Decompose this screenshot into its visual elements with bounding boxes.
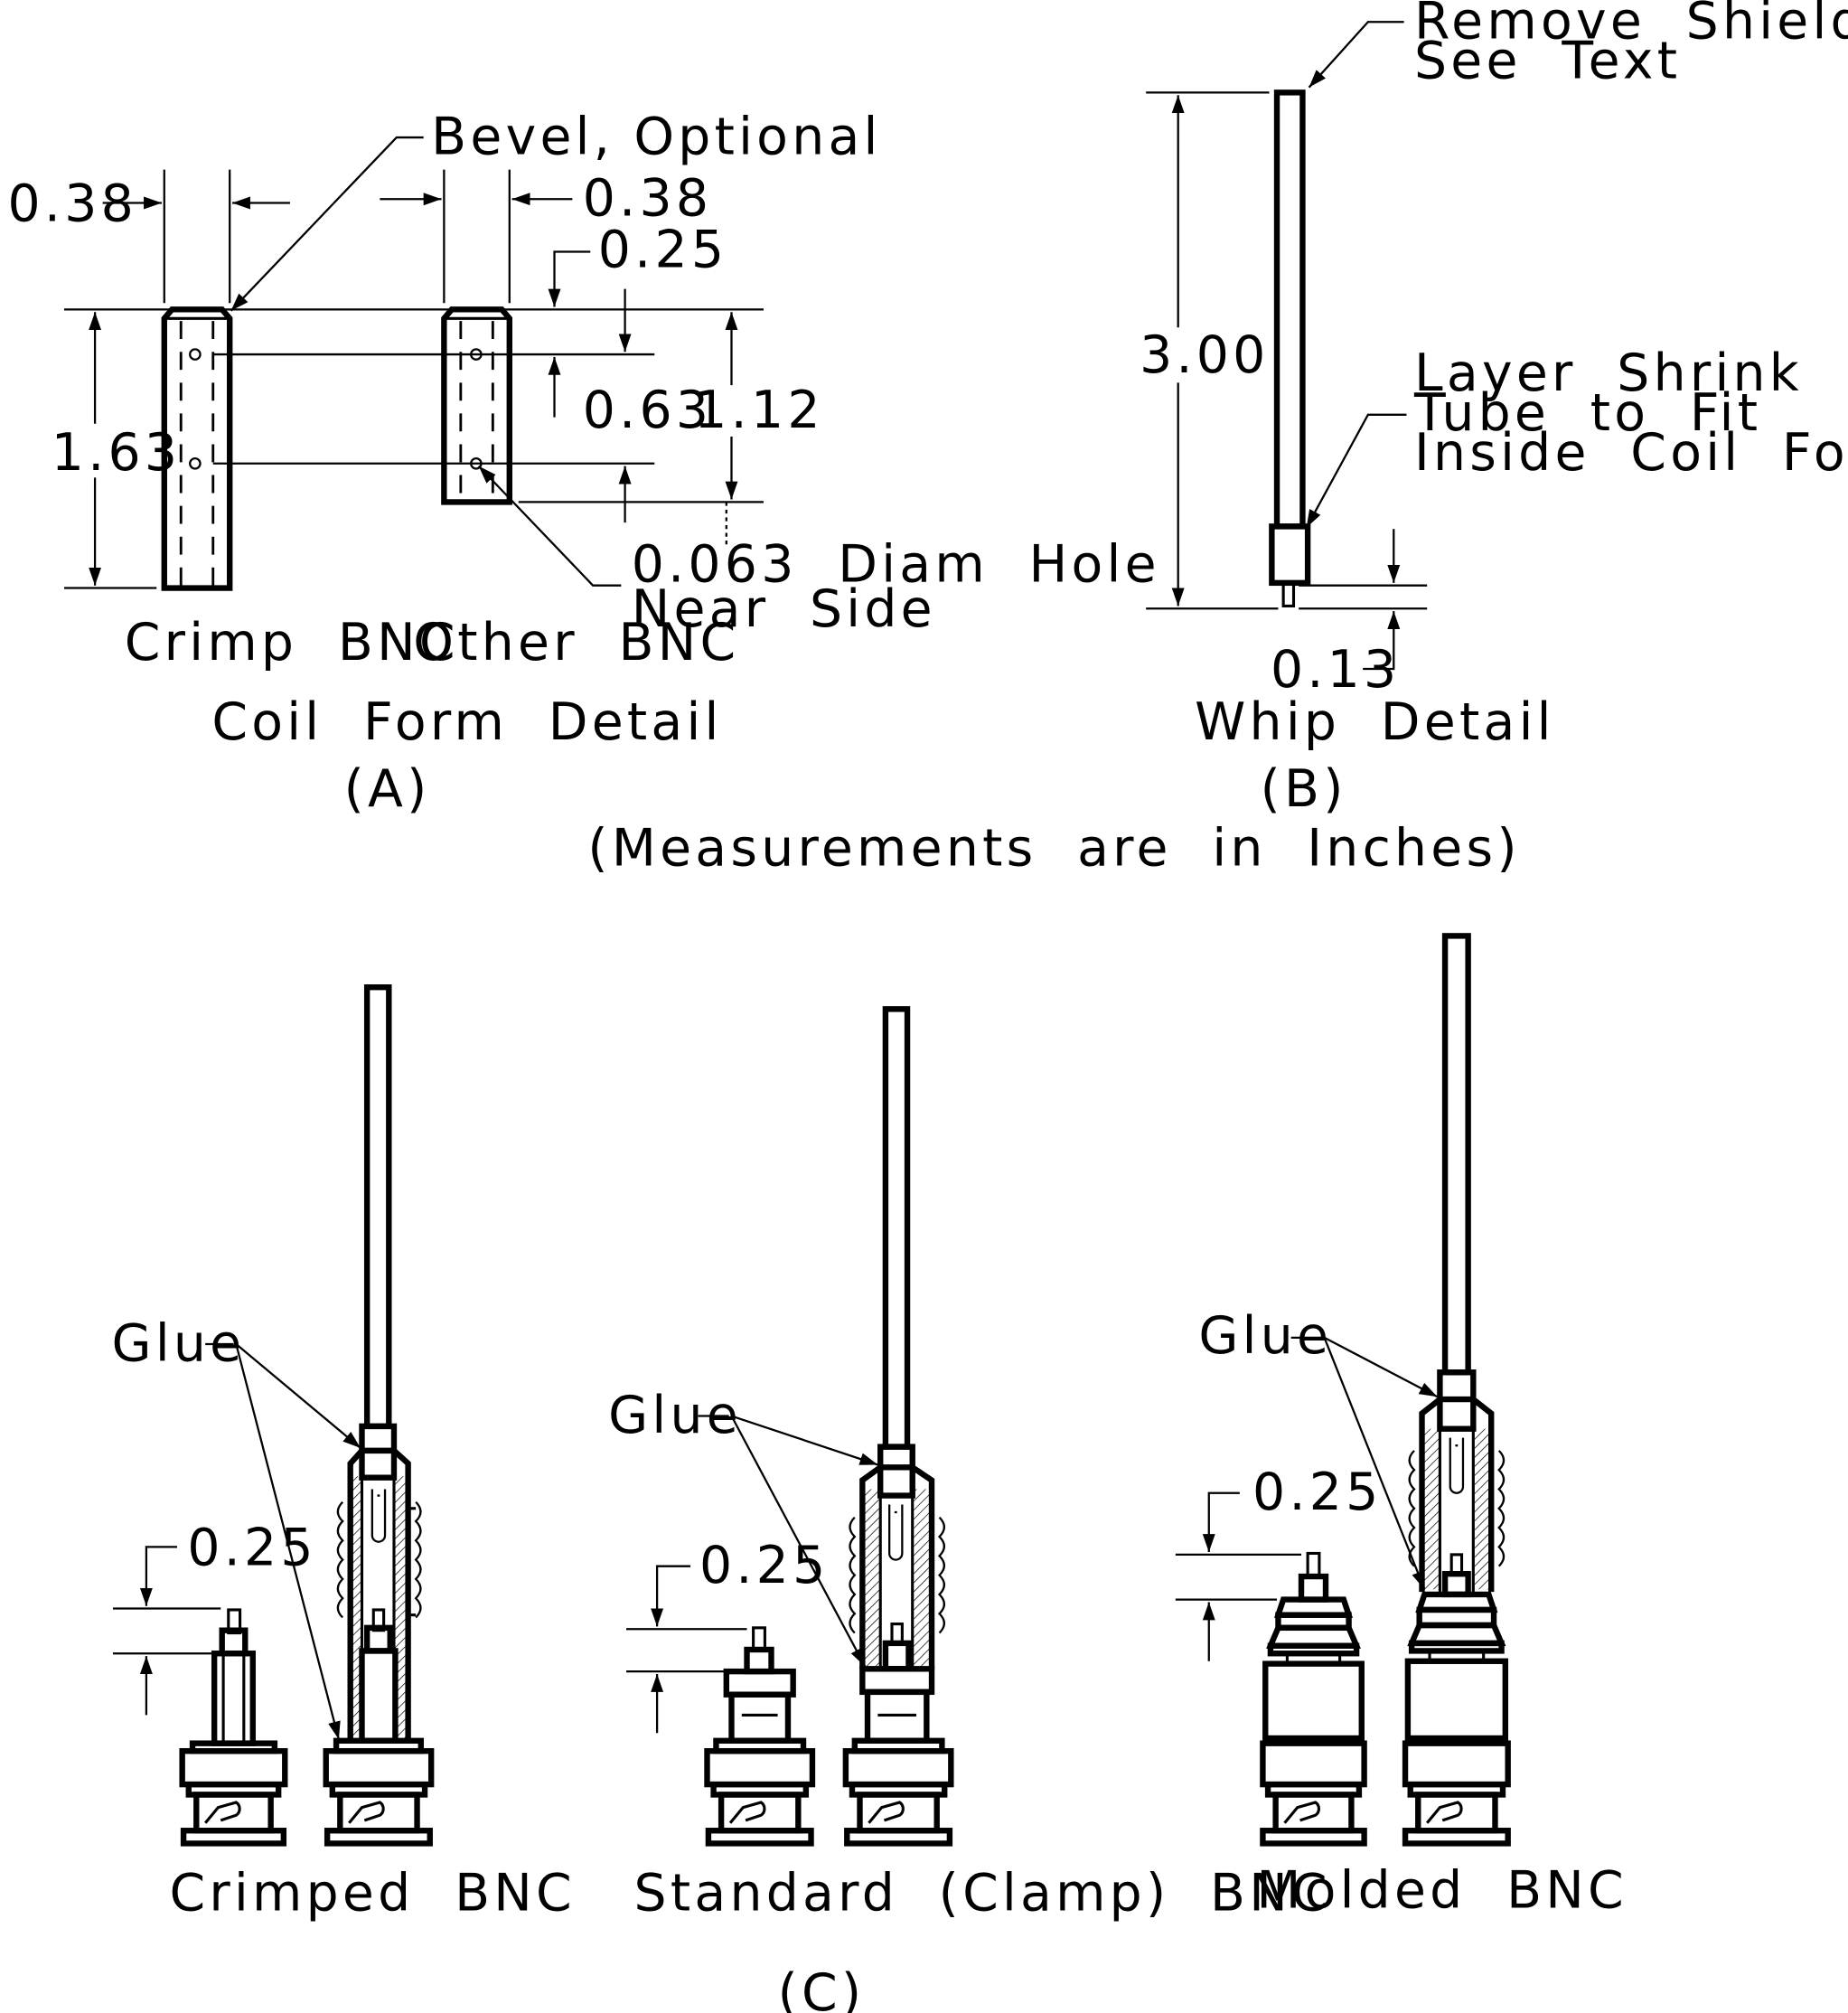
panel-label-a: (A) xyxy=(344,759,431,819)
crimped-dim: 0.25 xyxy=(187,1518,317,1577)
crimped-bare-connector xyxy=(179,1608,288,1847)
panel-label-c: (C) xyxy=(778,1963,866,2013)
other-bnc-label: Other BNC xyxy=(413,613,739,673)
molded-label: Molded BNC xyxy=(1256,1860,1628,1920)
whip-title: Whip Detail xyxy=(1195,692,1555,752)
dim-left-width: 0.38 xyxy=(8,174,138,233)
dim-top-offset: 0.25 xyxy=(598,221,728,280)
dim-right-width: 0.38 xyxy=(583,169,713,229)
standard-glue: Glue xyxy=(608,1386,742,1445)
standard-dim: 0.25 xyxy=(699,1536,830,1595)
hole-note-line1: 0.063 Diam Hole xyxy=(632,534,1160,594)
braid-note-line1: Remove Shield Braid; xyxy=(1414,0,1848,52)
crimped-glue: Glue xyxy=(112,1313,246,1373)
crimped-label: Crimped BNC xyxy=(169,1863,576,1923)
dim-whip-tip: 0.13 xyxy=(1271,640,1401,700)
shrink-note-line3: Inside Coil Form xyxy=(1414,423,1848,483)
figure-b-whip-detail: 3.00 0.13 Remove Shield Braid; See Text … xyxy=(1140,0,1848,819)
dim-whip-length: 3.00 xyxy=(1140,325,1270,385)
molded-dim: 0.25 xyxy=(1252,1463,1383,1522)
extension-lines xyxy=(64,169,764,589)
braid-note-line2: See Text xyxy=(1414,32,1681,91)
crimped-assembled xyxy=(323,984,435,1847)
other-coil-form xyxy=(441,306,512,505)
panel-label-b: (B) xyxy=(1261,759,1347,819)
coil-form-title: Coil Form Detail xyxy=(211,692,722,752)
dim-short-length: 1.12 xyxy=(694,381,824,440)
shrink-note-line1: Layer Shrink xyxy=(1414,343,1803,403)
standard-label: Standard (Clamp) BNC xyxy=(634,1863,1331,1923)
whip xyxy=(1269,89,1311,607)
figure-a-coil-form-detail: 0.38 0.38 0.25 0.63 1.12 1.63 Bevel, Opt… xyxy=(8,108,1160,819)
crimped-bnc-group: 0.25 Glue Crimped BNC xyxy=(112,984,576,1923)
molded-bnc-group: 0.25 Glue Molded BNC xyxy=(1175,933,1628,1920)
dim-long-length: 1.63 xyxy=(52,423,182,483)
hole-note-line2: Near Side xyxy=(632,579,936,639)
crimp-bnc-label: Crimp BNC xyxy=(125,613,459,673)
molded-assembled xyxy=(1402,933,1511,1847)
hole-marker xyxy=(189,456,202,470)
shrink-note-line2: Tube to Fit xyxy=(1413,383,1761,443)
molded-bare-connector xyxy=(1260,1551,1367,1847)
figure-c-assemblies: 0.25 Glue Crimped BNC xyxy=(112,933,1628,2013)
whip-extension-lines xyxy=(1146,91,1428,610)
standard-bnc-group: 0.25 Glue Standard (Clamp) BNC xyxy=(608,1006,1331,1923)
dim-hole-spacing: 0.63 xyxy=(583,381,713,440)
units-note: (Measurements are in Inches) xyxy=(587,818,1520,878)
hole-marker xyxy=(189,348,202,361)
standard-assembled xyxy=(842,1006,954,1847)
molded-glue: Glue xyxy=(1198,1306,1332,1366)
bevel-note: Bevel, Optional xyxy=(431,108,881,167)
standard-bare-connector xyxy=(704,1626,816,1847)
